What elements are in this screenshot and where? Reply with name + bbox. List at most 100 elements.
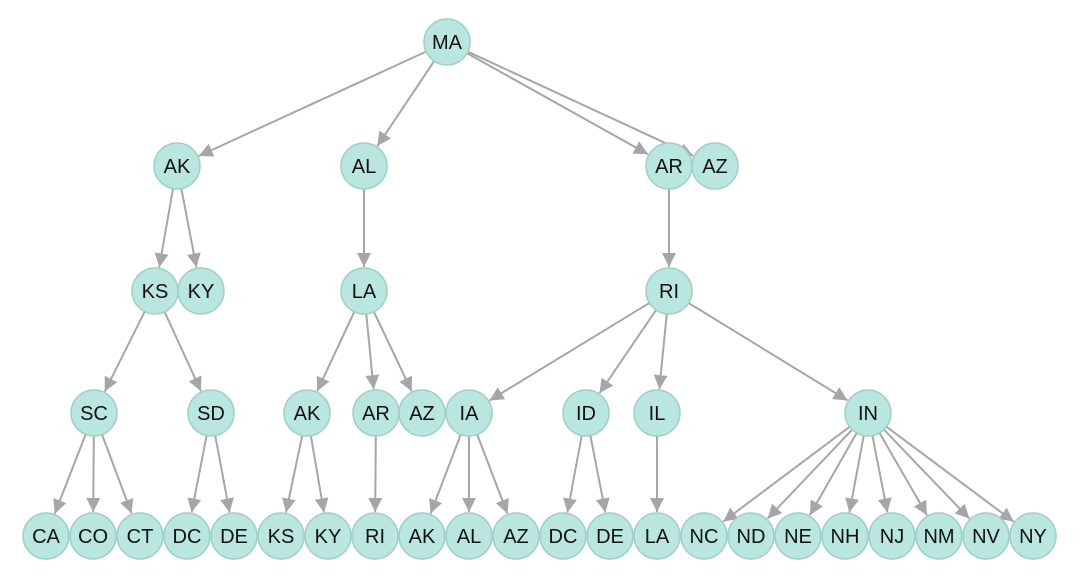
node-label: LA bbox=[645, 526, 670, 548]
node-circle bbox=[22, 512, 70, 560]
node-circle bbox=[116, 512, 164, 560]
edge-arrow bbox=[163, 311, 202, 392]
node-label: DE bbox=[220, 526, 248, 548]
edge-arrow bbox=[476, 434, 509, 514]
node-label: AK bbox=[164, 156, 191, 178]
node-nv[interactable]: NV bbox=[962, 512, 1010, 560]
node-circle bbox=[398, 512, 446, 560]
node-circle bbox=[210, 512, 258, 560]
node-ky[interactable]: KY bbox=[304, 512, 352, 560]
edge-arrow bbox=[589, 435, 610, 513]
node-circle bbox=[187, 389, 235, 437]
node-label: ND bbox=[737, 526, 766, 548]
node-label: NM bbox=[923, 526, 954, 548]
edge-arrow bbox=[365, 313, 380, 390]
node-al[interactable]: AL bbox=[445, 512, 493, 560]
node-label: DC bbox=[549, 526, 578, 548]
node-ky[interactable]: KY bbox=[177, 267, 225, 315]
node-label: CO bbox=[78, 526, 108, 548]
node-az[interactable]: AZ bbox=[691, 142, 739, 190]
node-in[interactable]: IN bbox=[844, 389, 892, 437]
node-ks[interactable]: KS bbox=[131, 267, 179, 315]
node-nc[interactable]: NC bbox=[680, 512, 728, 560]
node-label: ID bbox=[576, 403, 596, 425]
node-label: CT bbox=[127, 526, 154, 548]
node-label: NE bbox=[784, 526, 812, 548]
edge-arrow bbox=[180, 188, 201, 268]
node-circle bbox=[492, 512, 540, 560]
node-label: RI bbox=[659, 281, 679, 303]
node-il[interactable]: IL bbox=[633, 389, 681, 437]
node-id[interactable]: ID bbox=[562, 389, 610, 437]
node-az[interactable]: AZ bbox=[398, 389, 446, 437]
node-ri[interactable]: RI bbox=[351, 512, 399, 560]
node-de[interactable]: DE bbox=[586, 512, 634, 560]
node-sd[interactable]: SD bbox=[187, 389, 235, 437]
node-ar[interactable]: AR bbox=[352, 389, 400, 437]
node-label: NV bbox=[972, 526, 1000, 548]
node-label: NH bbox=[831, 526, 860, 548]
node-circle bbox=[645, 267, 693, 315]
node-dc[interactable]: DC bbox=[539, 512, 587, 560]
node-dc[interactable]: DC bbox=[163, 512, 211, 560]
edge-arrow bbox=[878, 432, 928, 516]
node-ks[interactable]: KS bbox=[257, 512, 305, 560]
node-label: NY bbox=[1019, 526, 1047, 548]
edge-arrow bbox=[316, 311, 356, 392]
node-la[interactable]: LA bbox=[633, 512, 681, 560]
node-label: KS bbox=[268, 526, 295, 548]
edge-arrow bbox=[871, 435, 892, 513]
node-circle bbox=[445, 389, 493, 437]
edge-arrow bbox=[309, 435, 329, 513]
node-ne[interactable]: NE bbox=[774, 512, 822, 560]
node-ny[interactable]: NY bbox=[1009, 512, 1057, 560]
node-al[interactable]: AL bbox=[340, 142, 388, 190]
node-circle bbox=[69, 512, 117, 560]
node-circle bbox=[774, 512, 822, 560]
node-label: DE bbox=[596, 526, 624, 548]
node-co[interactable]: CO bbox=[69, 512, 117, 560]
edge-arrow bbox=[466, 52, 649, 156]
node-circle bbox=[691, 142, 739, 190]
node-circle bbox=[445, 512, 493, 560]
node-label: RI bbox=[365, 526, 385, 548]
node-nd[interactable]: ND bbox=[727, 512, 775, 560]
node-ct[interactable]: CT bbox=[116, 512, 164, 560]
edge-arrow bbox=[376, 60, 436, 147]
node-circle bbox=[1009, 512, 1057, 560]
node-ma[interactable]: MA bbox=[423, 18, 471, 66]
node-sc[interactable]: SC bbox=[70, 389, 118, 437]
edge-arrow bbox=[368, 435, 383, 513]
node-ca[interactable]: CA bbox=[22, 512, 70, 560]
node-az[interactable]: AZ bbox=[492, 512, 540, 560]
node-ia[interactable]: IA bbox=[445, 389, 493, 437]
node-la[interactable]: LA bbox=[340, 267, 388, 315]
node-ri[interactable]: RI bbox=[645, 267, 693, 315]
node-label: AR bbox=[362, 403, 390, 425]
node-label: NJ bbox=[880, 526, 904, 548]
node-ak[interactable]: AK bbox=[153, 142, 201, 190]
edge-arrow bbox=[883, 428, 971, 520]
node-label: CA bbox=[32, 526, 60, 548]
node-nm[interactable]: NM bbox=[915, 512, 963, 560]
node-ar[interactable]: AR bbox=[645, 142, 693, 190]
node-label: MA bbox=[432, 32, 463, 54]
edge-arrow bbox=[282, 435, 304, 513]
node-ak[interactable]: AK bbox=[398, 512, 446, 560]
node-circle bbox=[163, 512, 211, 560]
node-label: IL bbox=[649, 403, 666, 425]
node-de[interactable]: DE bbox=[210, 512, 258, 560]
node-circle bbox=[821, 512, 869, 560]
edge-arrow bbox=[766, 428, 853, 520]
node-nj[interactable]: NJ bbox=[868, 512, 916, 560]
node-circle bbox=[727, 512, 775, 560]
edge-arrow bbox=[653, 313, 668, 390]
node-circle bbox=[398, 389, 446, 437]
node-label: KY bbox=[315, 526, 342, 548]
node-nh[interactable]: NH bbox=[821, 512, 869, 560]
edge-arrow bbox=[86, 435, 101, 513]
node-ak[interactable]: AK bbox=[283, 389, 331, 437]
edge-arrow bbox=[198, 50, 427, 157]
node-circle bbox=[340, 142, 388, 190]
